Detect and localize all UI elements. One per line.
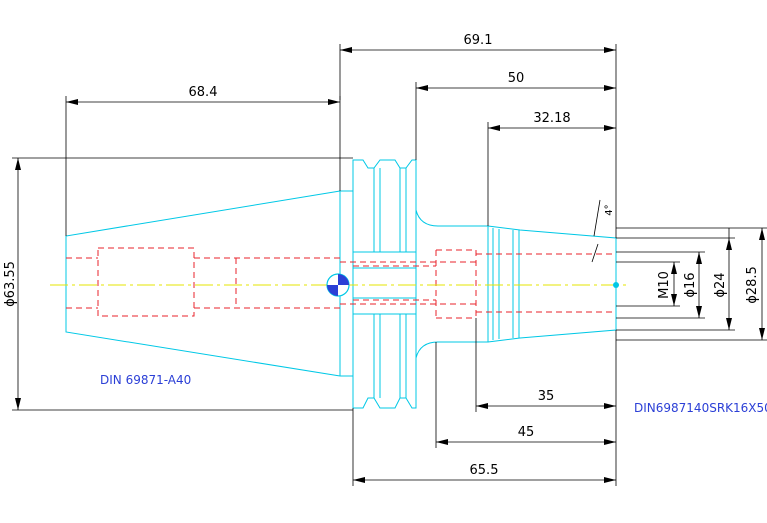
dim-collet-length: 32.18 [533, 111, 570, 126]
dim-taper-dia: ϕ63.55 [3, 261, 18, 307]
dim-length-65: 65.5 [470, 463, 499, 478]
hidden-lines [66, 247, 616, 319]
dim-length-45: 45 [518, 425, 535, 440]
shank-outline [415, 209, 489, 359]
taper-outline [65, 190, 341, 377]
arrowheads [15, 47, 765, 483]
dim-bore-dia: ϕ16 [683, 272, 698, 297]
collet-nose-outline [487, 225, 617, 343]
dim-nose-dia: ϕ24 [713, 272, 728, 297]
dimension-lines [12, 44, 767, 486]
dim-angle: 4° [604, 204, 615, 215]
dim-outer-dia: ϕ28.5 [745, 266, 760, 304]
part-outline [65, 159, 617, 409]
dim-thread: M10 [657, 271, 672, 299]
dim-shank-length: 50 [508, 71, 525, 86]
flange-outline [340, 159, 417, 409]
note-din-left: DIN 69871-A40 [100, 373, 191, 387]
note-din-right: DIN6987140SRK16X50 [634, 401, 767, 415]
centroid-symbol [326, 273, 619, 297]
dim-length-35: 35 [538, 389, 555, 404]
dim-overall-length: 69.1 [464, 33, 493, 48]
dim-taper-length: 68.4 [189, 85, 218, 100]
